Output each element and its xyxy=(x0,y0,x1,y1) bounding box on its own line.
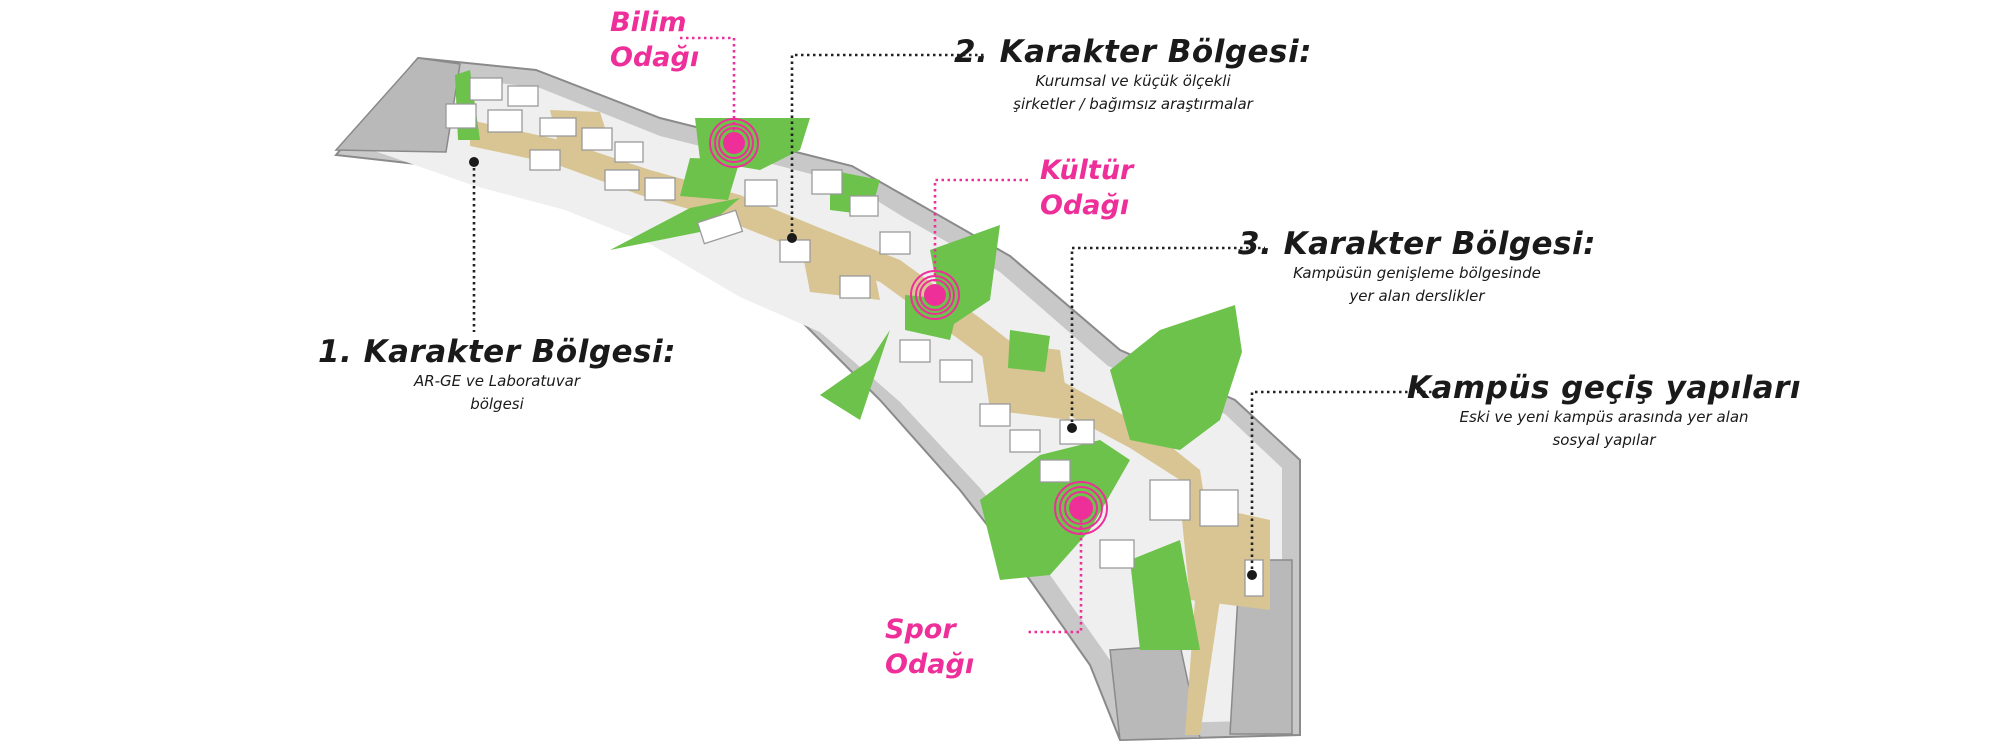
zone1-title: 1. Karakter Bölgesi: xyxy=(317,334,677,370)
zone2-desc-line1: Kurumsal ve küçük ölçekli xyxy=(1035,72,1231,90)
anchor-transit xyxy=(1247,570,1257,580)
transit-callout: Kampüs geçiş yapıları Eski ve yeni kampü… xyxy=(1407,370,1801,452)
zone2-callout: 2. Karakter Bölgesi: Kurumsal ve küçük ö… xyxy=(954,34,1312,116)
green-east-field xyxy=(1110,305,1242,450)
green-block-a xyxy=(680,158,740,200)
buildings-zone2 xyxy=(696,169,911,299)
sport-focus-label: Spor Odağı xyxy=(885,612,974,682)
buildings-zone1 xyxy=(445,77,676,201)
zone2-title: 2. Karakter Bölgesi: xyxy=(953,34,1313,70)
anchor-zone3 xyxy=(1067,423,1077,433)
transit-title: Kampüs geçiş yapıları xyxy=(1406,370,1802,406)
buildings-transit xyxy=(1099,479,1264,597)
anchor-zone1 xyxy=(469,157,479,167)
sport-focus-line1: Spor xyxy=(885,614,956,645)
transit-desc-line1: Eski ve yeni kampüs arasında yer alan xyxy=(1459,408,1749,426)
science-focus-line1: Bilim xyxy=(610,7,687,38)
sport-focus-line2: Odağı xyxy=(885,649,975,680)
leader-zone3 xyxy=(1070,246,1265,428)
main-pedestrian-axis xyxy=(470,120,1220,735)
sport-focus-marker xyxy=(1054,481,1108,535)
west-parking-block xyxy=(334,57,461,153)
culture-focus-line2: Odağı xyxy=(1040,190,1130,221)
culture-focus-line1: Kültür xyxy=(1040,155,1134,186)
zone1-desc-line2: bölgesi xyxy=(470,395,524,413)
zone1-desc-line1: AR-GE ve Laboratuvar xyxy=(413,372,581,390)
green-block-d xyxy=(1008,330,1050,372)
zone3-desc-line2: yer alan derslikler xyxy=(1349,287,1485,305)
culture-focus-label: Kültür Odağı xyxy=(1040,153,1133,223)
buildings-zone3 xyxy=(899,339,1095,483)
leader-culture xyxy=(933,178,1028,284)
leader-transit xyxy=(1250,390,1440,575)
transit-desc-line2: sosyal yapılar xyxy=(1552,431,1656,449)
leader-science xyxy=(680,36,736,132)
science-focus-label: Bilim Odağı xyxy=(610,5,699,75)
green-south-field xyxy=(1130,540,1200,650)
zone1-callout: 1. Karakter Bölgesi: AR-GE ve Laboratuva… xyxy=(318,334,676,416)
leader-sport xyxy=(1025,520,1083,634)
anchor-zone2 xyxy=(787,233,797,243)
plaza-east xyxy=(980,340,1070,420)
zone3-title: 3. Karakter Bölgesi: xyxy=(1237,226,1597,262)
green-wing-south-west xyxy=(820,330,890,420)
science-focus-line2: Odağı xyxy=(610,42,700,73)
green-wing-west xyxy=(610,198,740,250)
leader-zone2 xyxy=(790,53,985,238)
zone3-desc-line1: Kampüsün genişleme bölgesinde xyxy=(1293,264,1541,282)
zone3-callout: 3. Karakter Bölgesi: Kampüsün genişleme … xyxy=(1238,226,1596,308)
zone2-desc-line2: şirketler / bağımsız araştırmalar xyxy=(1013,95,1253,113)
